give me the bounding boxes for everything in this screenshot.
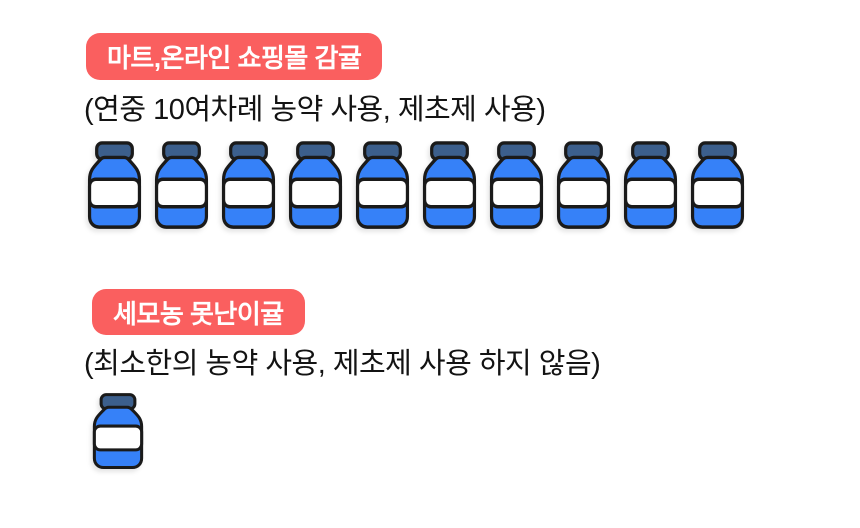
- bottle-label: [556, 177, 611, 209]
- pesticide-bottle-icon: [221, 141, 276, 229]
- bottle-label: [422, 177, 477, 209]
- pesticide-bottle-icon: [489, 141, 544, 229]
- bottle-label: [288, 177, 343, 209]
- bottle-label: [92, 424, 144, 452]
- pesticide-bottle-icon: [154, 141, 209, 229]
- pesticide-bottle-icon: [288, 141, 343, 229]
- category-description: (연중 10여차례 농약 사용, 제초제 사용): [84, 94, 546, 126]
- pesticide-bottle-icon: [355, 141, 410, 229]
- bottle-label: [154, 177, 209, 209]
- pesticide-bottle-icon: [556, 141, 611, 229]
- bottle-label: [221, 177, 276, 209]
- category-badge: 세모농 못난이귤: [92, 289, 305, 335]
- pesticide-bottle-icon: [690, 141, 745, 229]
- pesticide-bottle-icon: [92, 393, 144, 469]
- bottle-label: [87, 177, 142, 209]
- bottle-row: [91, 393, 145, 470]
- bottle-label: [355, 177, 410, 209]
- pesticide-bottle-icon: [87, 141, 142, 229]
- category-description: (최소한의 농약 사용, 제초제 사용 하지 않음): [84, 348, 601, 380]
- pesticide-bottle-icon: [422, 141, 477, 229]
- bottle-row: [86, 141, 746, 230]
- bottle-label: [489, 177, 544, 209]
- category-badge: 마트,온라인 쇼핑몰 감귤: [86, 33, 383, 80]
- pesticide-bottle-icon: [623, 141, 678, 229]
- bottle-label: [623, 177, 678, 209]
- bottle-label: [690, 177, 745, 209]
